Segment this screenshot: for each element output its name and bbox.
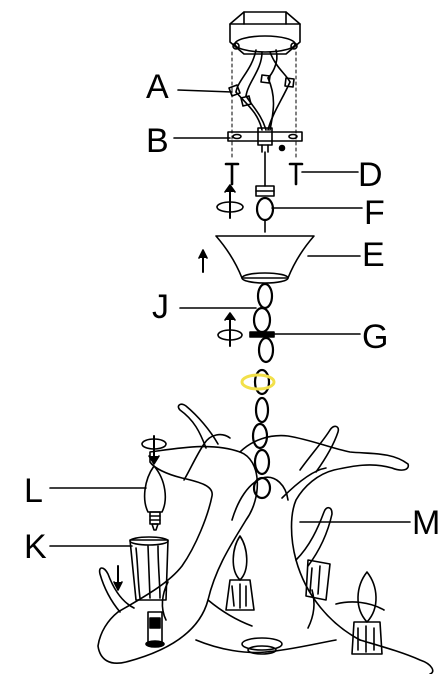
chain-connector (249, 331, 275, 338)
mounting-bracket (227, 127, 303, 153)
label-f: F (364, 194, 385, 232)
highlighted-chain-link (240, 373, 276, 391)
loop-hook (255, 196, 275, 233)
canopy (198, 235, 315, 284)
rotation-arrow-icon-g (217, 312, 243, 347)
leader-lines (49, 89, 411, 547)
label-l: L (24, 472, 43, 510)
threaded-rod (255, 151, 275, 197)
rotation-arrow-icon (216, 184, 244, 219)
candle-socket (145, 611, 165, 648)
candle-sleeve (113, 536, 169, 601)
alignment-guides (231, 51, 297, 161)
supply-wires (228, 49, 295, 131)
label-k: K (24, 528, 47, 566)
candle-sleeve-center (225, 535, 255, 611)
mounting-screws (224, 162, 304, 186)
label-e: E (362, 236, 385, 274)
chain (251, 282, 275, 500)
socket-cup (305, 559, 331, 601)
label-m: M (412, 504, 441, 542)
candle-sleeve-right (351, 571, 383, 655)
ceiling-junction-box (229, 11, 301, 55)
label-b: B (146, 122, 169, 160)
label-j: J (152, 288, 169, 326)
label-a: A (146, 68, 169, 106)
rotation-arrow-icon-l (141, 435, 167, 465)
antler-frame (97, 403, 434, 674)
label-d: D (358, 156, 383, 194)
candle-bulb (143, 465, 167, 531)
label-g: G (362, 318, 389, 356)
